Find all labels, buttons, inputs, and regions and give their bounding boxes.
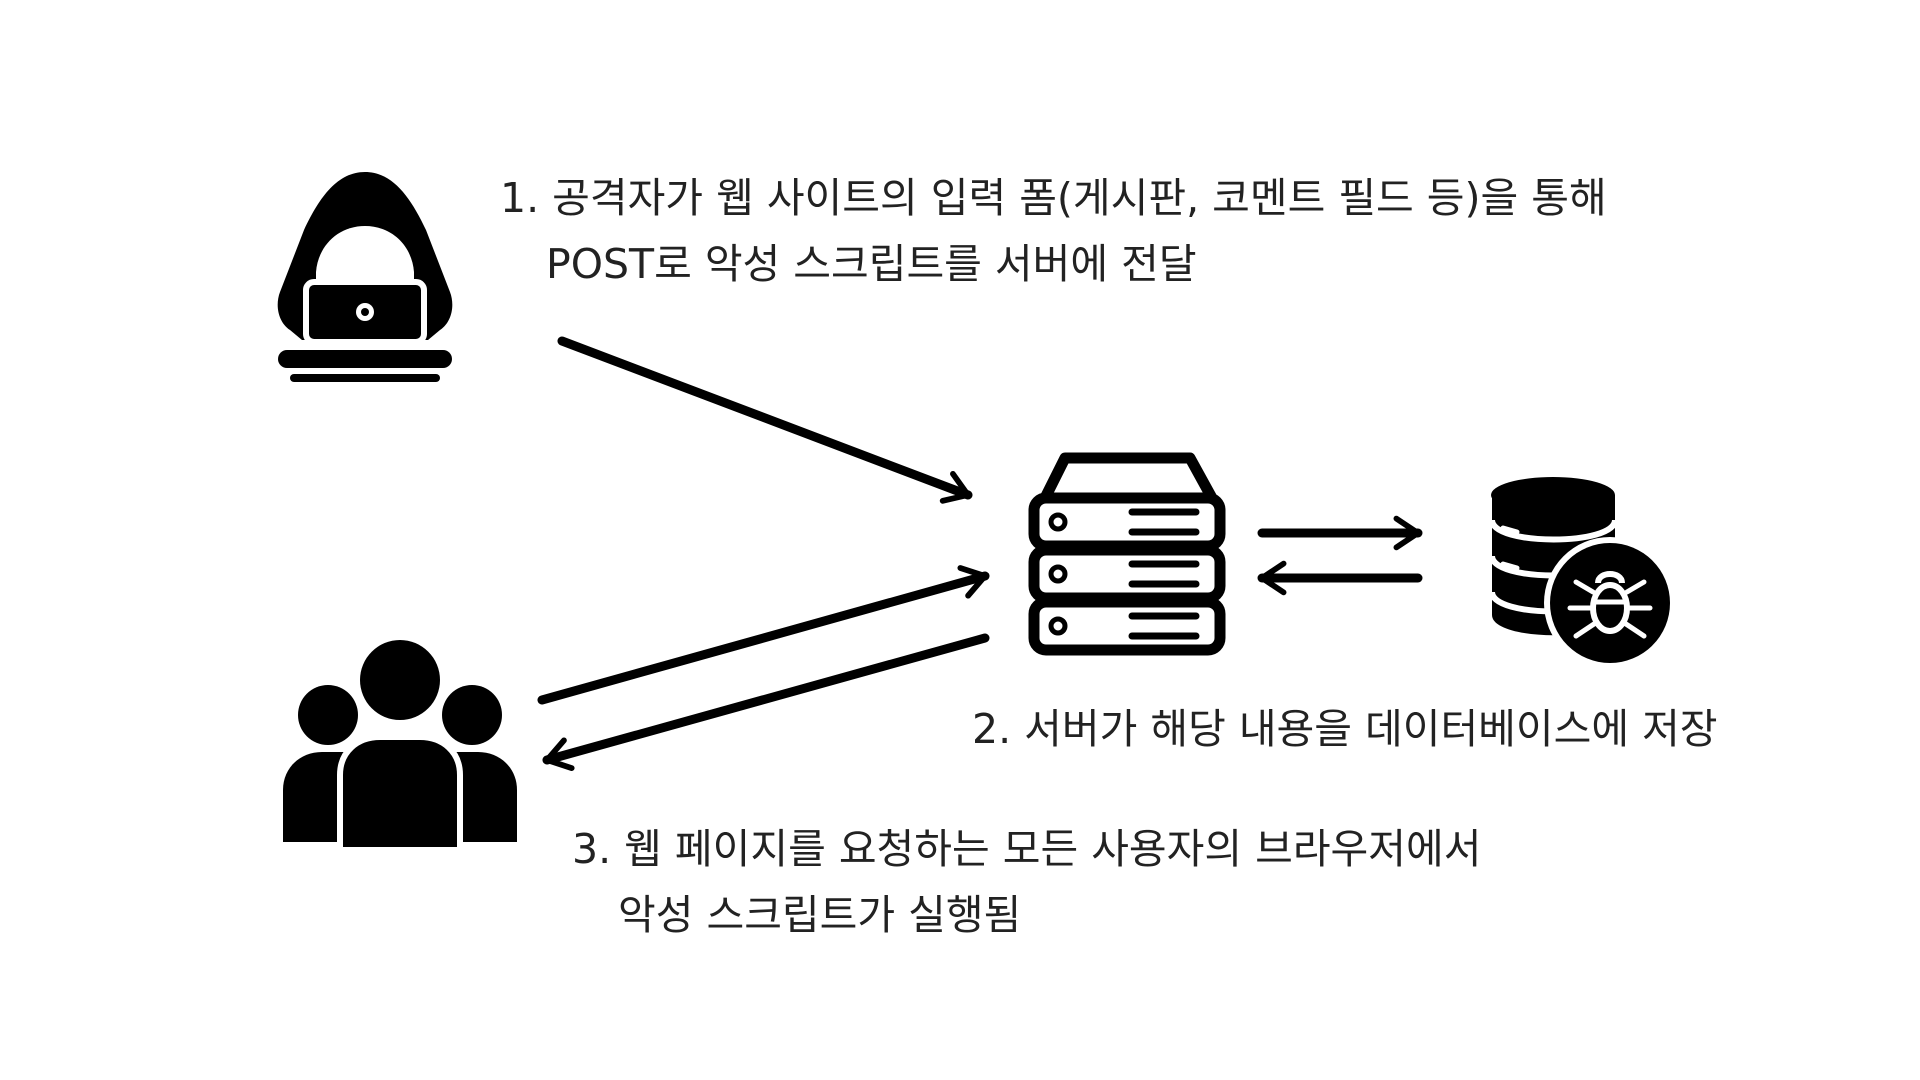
- step-1-line-2: POST로 악성 스크립트를 서버에 전달: [546, 240, 1197, 288]
- hacker-laptop-icon: [277, 172, 453, 382]
- arrow-server-to-users: [542, 633, 990, 771]
- arrow-attacker-to-server: [557, 336, 973, 504]
- step-1-line-1: 1. 공격자가 웹 사이트의 입력 폼(게시판, 코멘트 필드 등)을 통해: [500, 174, 1607, 222]
- step-2-label: 2. 서버가 해당 내용을 데이터베이스에 저장: [972, 696, 1718, 762]
- user-group-icon: [283, 640, 517, 853]
- database-bug-icon: [1489, 477, 1676, 669]
- server-rack-icon: [1028, 452, 1226, 656]
- step-3-label: 3. 웹 페이지를 요청하는 모든 사용자의 브라우저에서 악성 스크립트가 실…: [572, 816, 1481, 948]
- step-3-line-1: 3. 웹 페이지를 요청하는 모든 사용자의 브라우저에서: [572, 825, 1482, 873]
- step-1-label: 1. 공격자가 웹 사이트의 입력 폼(게시판, 코멘트 필드 등)을 통해 P…: [500, 165, 1607, 297]
- step-3-line-2: 악성 스크립트가 실행됨: [618, 891, 1022, 939]
- step-2-line-1: 2. 서버가 해당 내용을 데이터베이스에 저장: [972, 705, 1718, 753]
- arrow-users-to-server: [537, 565, 990, 705]
